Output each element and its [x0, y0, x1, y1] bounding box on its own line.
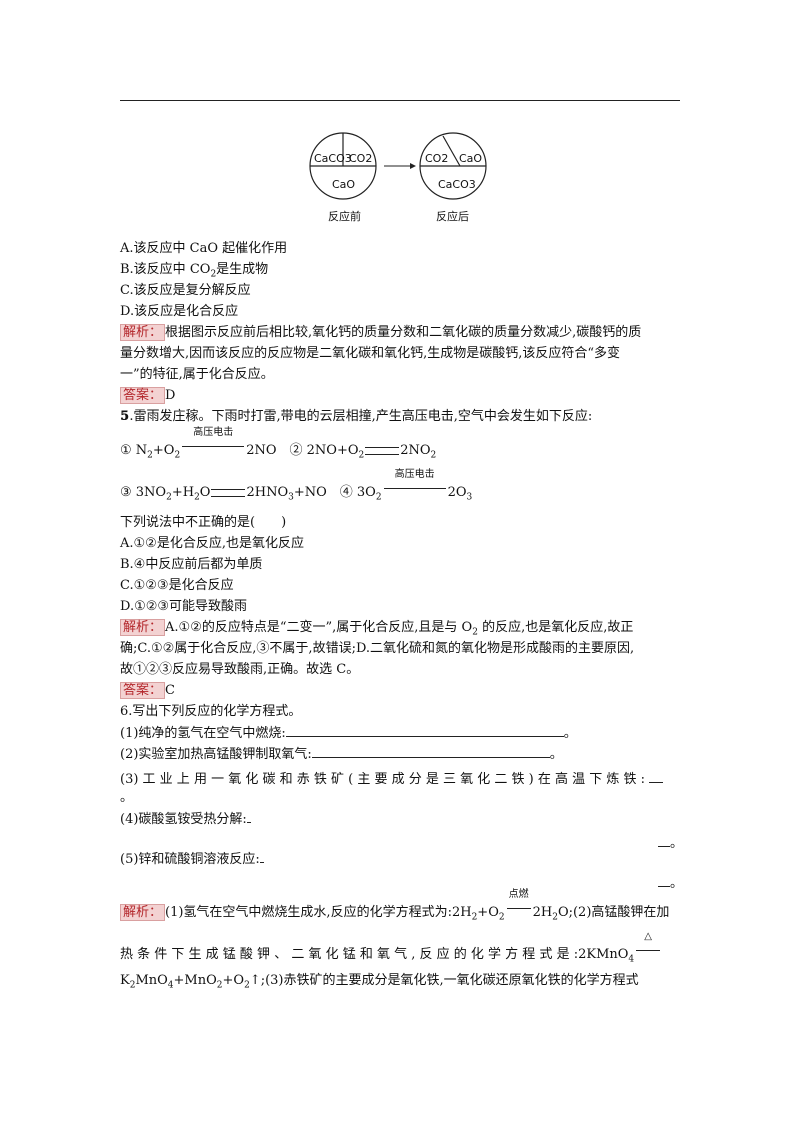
- q6-part4: (4)碳酸氢铵受热分解:: [120, 810, 251, 829]
- q5-option-c: C.①②③是化合反应: [120, 578, 234, 593]
- q6-analysis-line2: 热 条 件 下 生 成 锰 酸 钾 、 二 氧 化 锰 和 氧 气 , 反 应 …: [120, 931, 662, 969]
- answer-blank-5[interactable]: [259, 850, 264, 863]
- analysis-tag: 解析：: [120, 904, 166, 921]
- q5-answer: 答案：C: [120, 682, 175, 700]
- q4-analysis-line1: 解析：根据图示反应前后相比较,氧化钙的质量分数和二氧化碳的质量分数减少,碳酸钙的…: [120, 324, 641, 342]
- q5-stem: 55.雷雨发庄稼。下雨时打雷,带电的云层相撞,产生高压电击,空气中会发生如下反应…: [120, 409, 593, 424]
- answer-tag: 答案：: [120, 387, 166, 404]
- q6-part3-end: 。: [120, 790, 134, 805]
- answer-blank-3[interactable]: [649, 770, 664, 783]
- q4-analysis-line2: 量分数增大,因而该反应的反应物是二氧化碳和氧化钙,生成物是碳酸钙,该反应符合“多…: [120, 346, 621, 361]
- after-caption: 反应后: [436, 210, 469, 223]
- q5-analysis-line3: 故①②③反应易导致酸雨,正确。故选 C。: [120, 662, 360, 677]
- q6-part1: (1)纯净的氢气在空气中燃烧:。: [120, 724, 577, 741]
- q6-analysis-line3: K2MnO4+MnO2+O2↑;(3)赤铁矿的主要成分是氧化铁,一氧化碳还原氧化…: [120, 973, 639, 991]
- q6-part3: (3) 工 业 上 用 一 氧 化 碳 和 赤 铁 矿 ( 主 要 成 分 是 …: [120, 770, 664, 789]
- pie-diagrams: [309, 132, 487, 200]
- before-caption: 反应前: [328, 210, 361, 223]
- analysis-tag: 解析：: [120, 324, 166, 341]
- after-co2-label: CO2: [425, 152, 449, 165]
- q6-part5-end: 。: [658, 874, 683, 893]
- answer-tag: 答案：: [120, 682, 166, 699]
- answer-blank-1[interactable]: [285, 724, 564, 737]
- q5-option-b: B.④中反应前后都为单质: [120, 557, 263, 572]
- reaction-diagram: CaCO3 CO2 CaO CO2 CaO CaCO3 反应前 反应后: [308, 130, 498, 223]
- q4-option-d: D.该反应是化合反应: [120, 304, 239, 319]
- q5-option-d: D.①②③可能导致酸雨: [120, 599, 248, 614]
- q5-analysis-line1: 解析：A.①②的反应特点是“二变一”,属于化合反应,且是与 O2 的反应,也是氧…: [120, 619, 633, 642]
- q5-question: 下列说法中不正确的是( ): [120, 515, 287, 530]
- q6-stem: 6.写出下列反应的化学方程式。: [120, 704, 302, 719]
- q4-analysis-line3: 一”的特征,属于化合反应。: [120, 367, 274, 382]
- q4-answer: 答案：D: [120, 387, 175, 405]
- q6-part5: (5)锌和硫酸铜溶液反应:: [120, 850, 264, 869]
- before-co2-label: CO2: [349, 152, 373, 165]
- top-rule: [120, 100, 680, 101]
- q4-option-c: C.该反应是复分解反应: [120, 283, 251, 298]
- answer-blank-2[interactable]: [311, 745, 550, 758]
- q4-option-b: B.该反应中 CO2是生成物: [120, 262, 269, 280]
- q6-part2: (2)实验室加热高锰酸钾制取氧气:。: [120, 745, 563, 762]
- analysis-tag: 解析：: [120, 619, 166, 636]
- before-caco3-label: CaCO3: [314, 152, 352, 165]
- q5-option-a: A.①②是化合反应,也是氧化反应: [120, 536, 304, 551]
- answer-blank-4[interactable]: [246, 810, 251, 823]
- q4-option-a: A.该反应中 CaO 起催化作用: [120, 241, 288, 256]
- q6-part4-end: 。: [658, 834, 683, 853]
- before-cao-label: CaO: [332, 178, 356, 191]
- q5-analysis-line2: 确;C.①②属于化合反应,③不属于,故错误;D.二氧化硫和氮的氧化物是形成酸雨的…: [120, 641, 635, 656]
- after-cao-label: CaO: [459, 152, 483, 165]
- after-caco3-label: CaCO3: [438, 178, 476, 191]
